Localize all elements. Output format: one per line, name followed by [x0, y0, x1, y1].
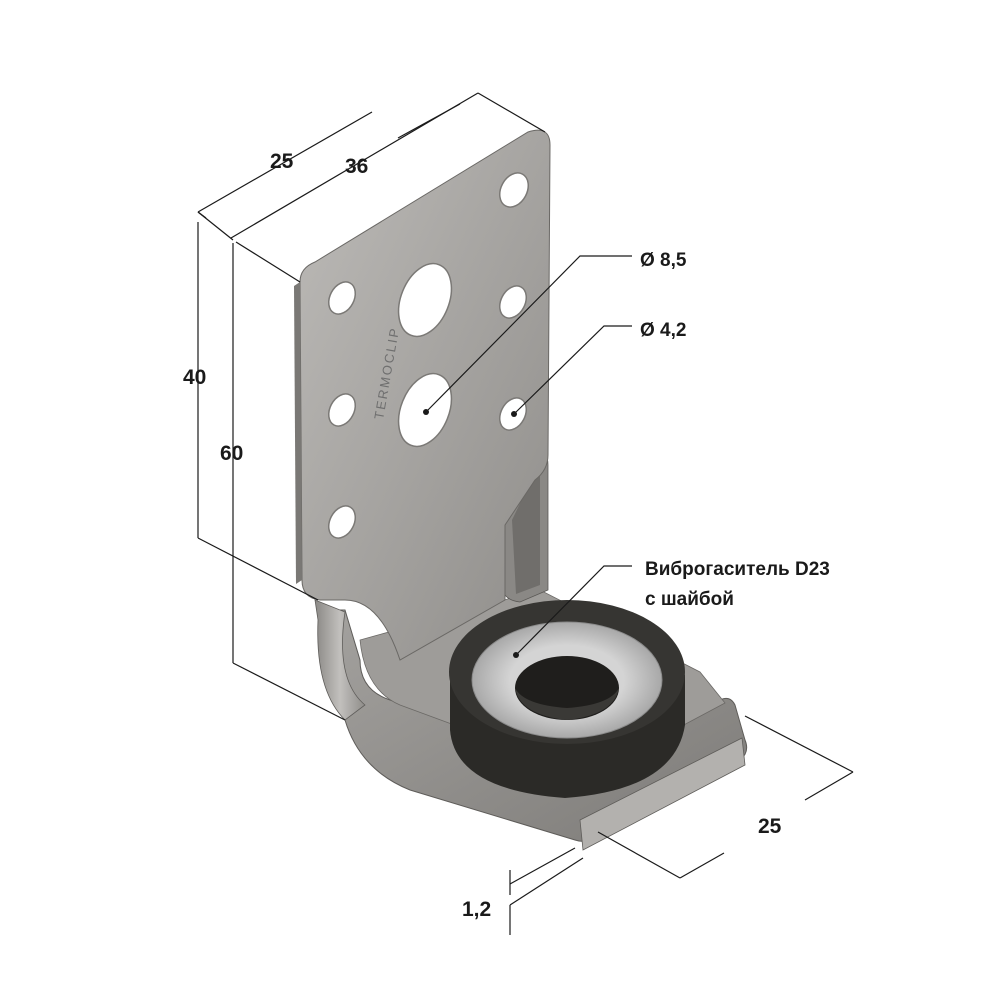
- base-side-rim: [579, 737, 746, 851]
- washer-hole: [515, 656, 619, 720]
- dim-height-short: 40: [183, 366, 206, 389]
- rib-inner: [512, 462, 540, 594]
- hole-small-left-1: [327, 281, 357, 315]
- hole-small-top-right: [498, 172, 530, 208]
- plate-edge: [294, 282, 302, 584]
- base-flange: [337, 609, 748, 842]
- bracket-bend: [314, 599, 366, 721]
- callout-leaders: [423, 255, 632, 658]
- leader-damper: [515, 565, 632, 656]
- dim-thickness: 1,2: [462, 898, 491, 921]
- plate-holes: [327, 172, 530, 539]
- hole-small-left-2: [327, 393, 357, 427]
- callout-small-hole: Ø 4,2: [640, 320, 686, 341]
- hole-small-right-1: [498, 285, 528, 319]
- dim-width-top: 36: [345, 155, 368, 178]
- callout-damper-line1: Виброгаситель D23: [645, 559, 830, 580]
- dim-base-width: 25: [758, 815, 782, 838]
- washer-hole-inner: [515, 688, 619, 720]
- dimension-lines: [197, 92, 854, 935]
- vibration-damper: [449, 600, 685, 798]
- callout-large-hole: Ø 8,5: [640, 250, 687, 271]
- dim-height-total: 60: [220, 442, 243, 465]
- leader-small-hole: [513, 325, 632, 415]
- dim-depth-top: 25: [270, 150, 294, 173]
- leader-large-hole: [425, 255, 632, 413]
- hole-large-top: [397, 262, 453, 338]
- callout-damper-line2: с шайбой: [645, 589, 734, 610]
- hole-small-left-3: [327, 505, 357, 539]
